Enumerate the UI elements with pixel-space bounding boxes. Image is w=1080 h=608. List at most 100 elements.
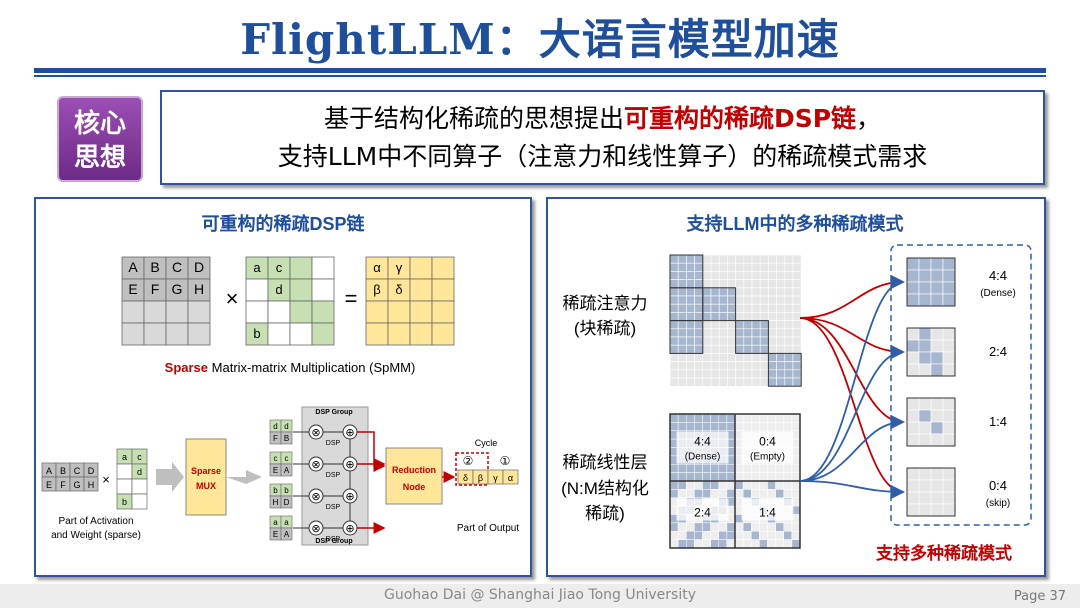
matrix-b-cell-label: c: [276, 260, 283, 275]
dsp-input-label: a: [273, 518, 278, 527]
attn-cell: [727, 271, 736, 280]
matrix-a-cell-label: H: [194, 281, 204, 297]
linear-cell: [759, 472, 768, 482]
core-line-2: 支持LLM中不同算子（注意力和线性算子）的稀疏模式需求: [277, 142, 928, 171]
attn-cell: [686, 287, 695, 297]
linear-cell: [694, 539, 703, 549]
act-label-1: Part of Activation: [58, 516, 133, 527]
attn-cell: [702, 262, 712, 272]
attn-cell: [735, 262, 745, 272]
linear-cell: [694, 464, 703, 473]
pattern-cell: [918, 339, 932, 353]
pattern-cell: [906, 363, 920, 377]
linear-cell: [734, 522, 744, 532]
sparse-patterns: 4:4(Dense)2:41:40:4(skip): [906, 257, 1016, 517]
attn-cell: [768, 312, 777, 321]
attn-cell: [669, 336, 679, 346]
dsp-input-label: b: [273, 486, 278, 495]
attn-cell: [776, 369, 786, 379]
attn-cell: [694, 361, 704, 371]
attn-cell: [776, 361, 786, 371]
act-cell-label: F: [60, 480, 66, 490]
linear-cell: [669, 522, 679, 532]
attention-arrow: [799, 274, 905, 319]
attn-cell: [710, 328, 720, 338]
linear-cell: [791, 480, 801, 490]
dsp-input-cell: [280, 431, 293, 445]
dsp-input-label: H: [273, 498, 279, 507]
linear-cell: [783, 539, 793, 549]
attn-cell: [759, 271, 769, 280]
matrix-a-cell: [165, 322, 189, 346]
linear-cell: [669, 464, 679, 473]
attn-cell: [776, 377, 786, 387]
attn-cell: [768, 320, 777, 330]
linear-cell: [751, 522, 760, 532]
dsp-input-label: c: [285, 454, 289, 463]
linear-cell: [669, 422, 679, 431]
attn-cell: [694, 369, 704, 379]
matrix-c-cell: [365, 300, 389, 324]
output-cell: [502, 469, 519, 485]
pattern-ratio: 1:4: [989, 414, 1007, 429]
attn-cell: [743, 336, 753, 346]
dsp-input-label: A: [284, 530, 290, 539]
linear-cell: [669, 472, 679, 482]
pattern-cell: [918, 293, 932, 307]
attn-cell: [759, 328, 769, 338]
spmm-caption-sparse: Sparse: [165, 360, 208, 375]
pattern-cell: [942, 421, 956, 435]
pattern-arrows: [799, 274, 905, 500]
cycle-highlight: [455, 452, 489, 486]
dsp-input-label: B: [284, 434, 289, 443]
linear-cell: [718, 472, 728, 482]
core-line-1c: ，: [856, 104, 882, 133]
attn-cell: [784, 312, 794, 321]
attn-cell: [792, 336, 802, 346]
linear-cell: [702, 472, 711, 482]
linear-cell: [767, 413, 776, 423]
attn-cell: [686, 353, 695, 362]
attn-cell: [718, 287, 728, 297]
linear-cell: [694, 413, 703, 423]
matrix-b-cell-label: d: [275, 282, 282, 297]
attn-cell: [784, 279, 794, 289]
linear-cell: [726, 522, 736, 532]
act-cell-label: H: [88, 480, 95, 490]
attn-cell: [735, 271, 745, 280]
linear-cell: [759, 489, 768, 498]
attn-cell: [768, 254, 777, 264]
linear-cell: [694, 472, 703, 482]
attn-cell: [743, 262, 753, 272]
linear-cell: [742, 539, 752, 549]
matrix-a-cell: [121, 322, 145, 346]
attn-cell: [759, 344, 769, 354]
attn-cell: [759, 287, 769, 297]
matrix-c-cell-label: β: [373, 282, 380, 297]
attn-cell: [710, 271, 720, 280]
weight-cell-label: a: [122, 452, 127, 462]
attn-cell: [776, 279, 786, 289]
attn-cell: [702, 377, 712, 387]
matrix-b-cell: [245, 278, 269, 302]
pattern-ratio: 4:4: [989, 268, 1007, 283]
attn-cell: [669, 328, 679, 338]
dsp-input-label: E: [273, 530, 278, 539]
linear-cell: [718, 422, 728, 431]
weight-cell: [116, 463, 133, 480]
linear-cell: [783, 531, 793, 540]
matrix-a-cell-label: F: [151, 281, 160, 297]
matrix-a-cell: [165, 300, 189, 324]
attn-cell: [751, 369, 761, 379]
pattern-cell: [918, 433, 932, 447]
linear-cell: [734, 464, 744, 473]
attn-cell: [727, 287, 736, 297]
dsp-group-top: DSP Group: [315, 409, 352, 416]
footer-author: Guohao Dai @ Shanghai Jiao Tong Universi…: [384, 587, 696, 603]
pattern-cell: [942, 433, 956, 447]
attn-cell: [751, 328, 761, 338]
pattern-cell: [930, 397, 944, 411]
